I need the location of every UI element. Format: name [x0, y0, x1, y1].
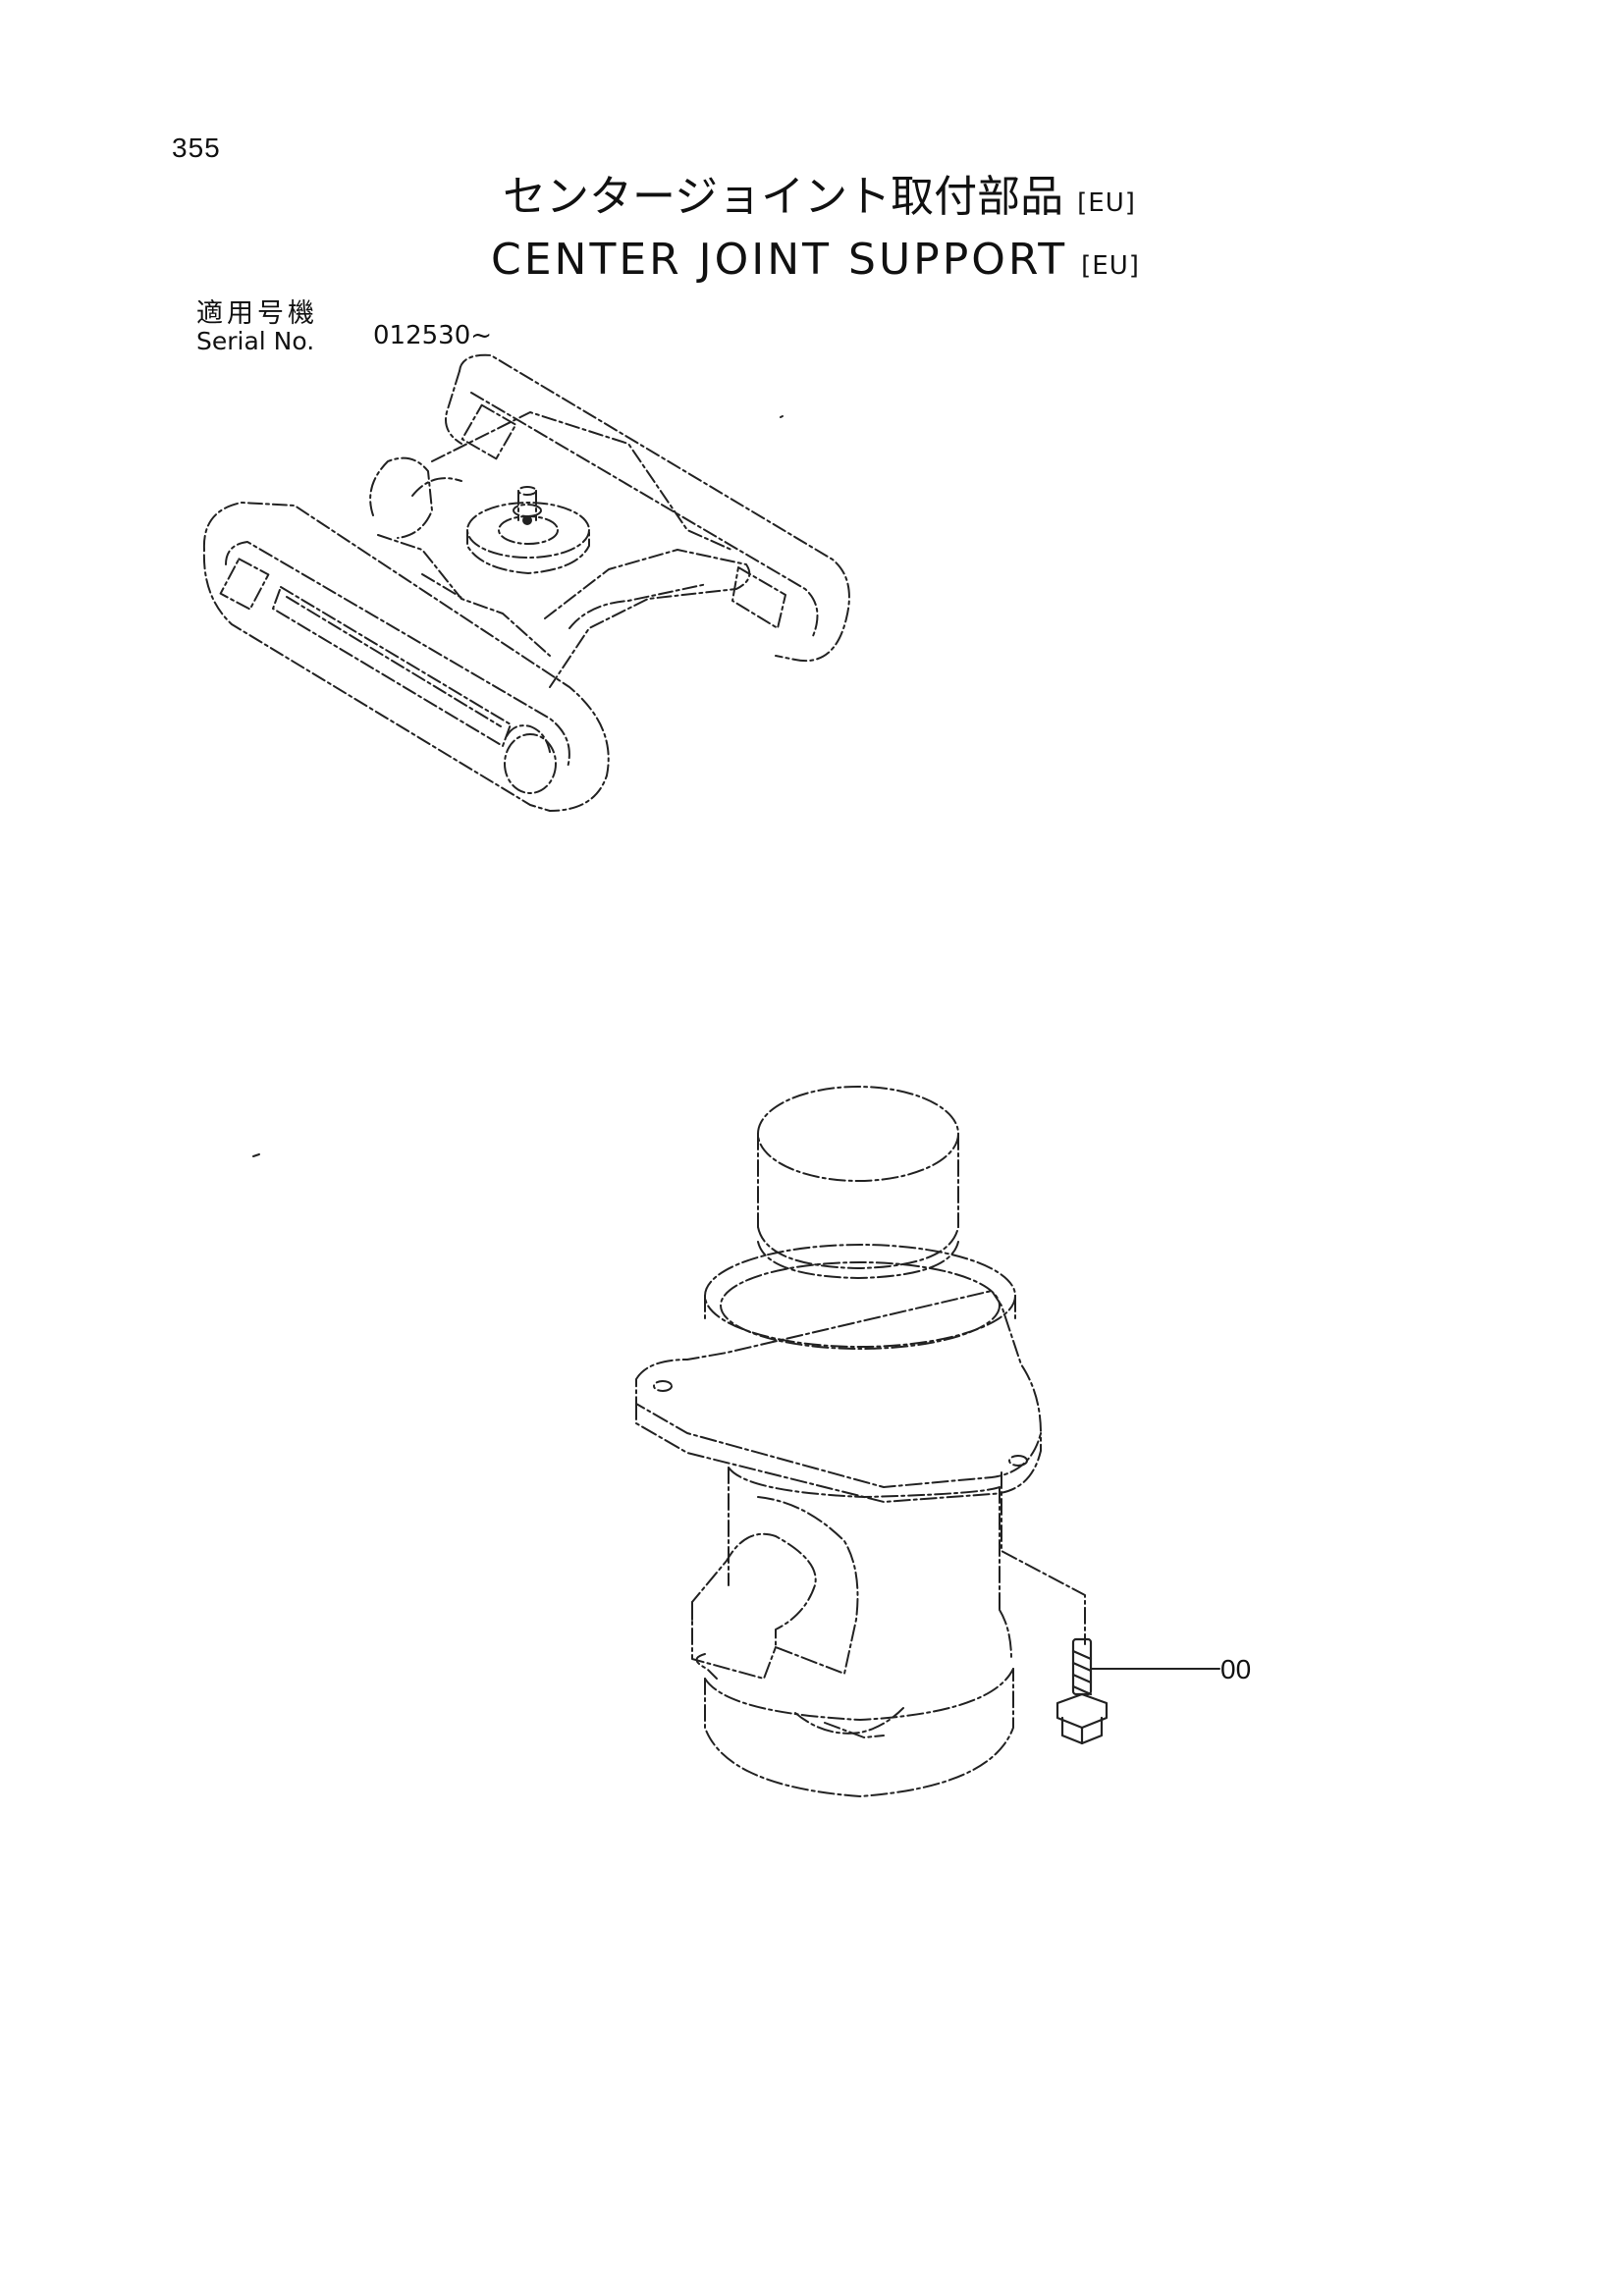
- region-tag-jp: [EU]: [1077, 188, 1136, 218]
- joint-base: [695, 1609, 1014, 1797]
- swing-bearing: [466, 486, 590, 574]
- title-en-text: CENTER JOINT SUPPORT: [491, 235, 1068, 285]
- front-track-frame: [202, 502, 610, 812]
- joint-top-cylinder: [757, 1086, 959, 1279]
- undercarriage-illustration: [202, 353, 850, 812]
- scan-speck-top: [780, 415, 784, 418]
- rear-track-frame: [445, 353, 850, 663]
- page-title: センタージョイント取付部品 [EU] CENTER JOINT SUPPORT [E…: [491, 169, 1276, 294]
- joint-rotor-rings: [704, 1244, 1016, 1350]
- joint-body-housing: [691, 1467, 1001, 1680]
- serial-label-jp: 適用号機: [196, 298, 318, 329]
- region-tag-en: [EU]: [1081, 251, 1140, 281]
- serial-block: 適用号機 Serial No. 012530~: [196, 298, 492, 355]
- mounting-flange: [635, 1290, 1042, 1503]
- serial-label-en: Serial No.: [196, 327, 315, 355]
- bolt-leader-dashed: [1001, 1471, 1086, 1645]
- center-joint-illustration: [635, 1086, 1086, 1797]
- serial-value: 012530~: [373, 321, 493, 350]
- title-japanese: センタージョイント取付部品 [EU]: [491, 169, 1276, 232]
- callout-label-00: 00: [1220, 1654, 1252, 1684]
- flange-bolt: [1055, 1637, 1109, 1745]
- title-english: CENTER JOINT SUPPORT [EU]: [491, 232, 1276, 294]
- title-jp-text: センタージョイント取付部品: [503, 172, 1064, 222]
- scan-speck: [252, 1153, 260, 1157]
- page-number: 355: [172, 133, 221, 163]
- cross-members: [369, 411, 751, 688]
